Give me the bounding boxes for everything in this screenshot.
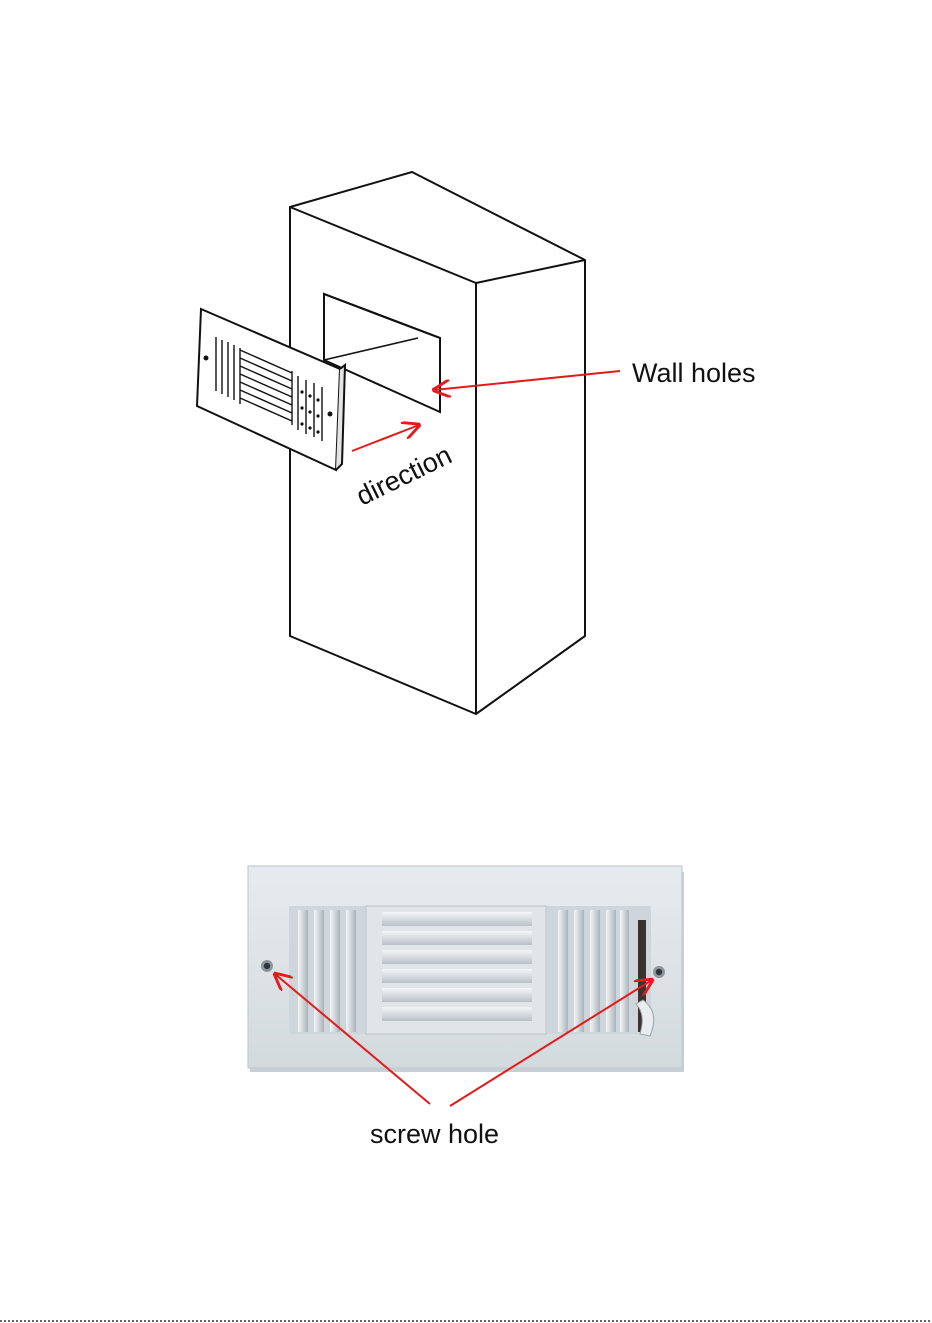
label-screw-hole: screw hole	[370, 1119, 499, 1149]
arrow-icon	[434, 371, 620, 390]
wall-right-face	[476, 260, 585, 714]
screw-hole-icon	[653, 966, 665, 978]
label-wall-holes: Wall holes	[632, 358, 756, 388]
screw-hole-icon	[261, 960, 273, 972]
screw-hole-icon	[328, 412, 333, 417]
arrow-icon	[352, 425, 419, 451]
screw-hole-icon	[204, 356, 209, 361]
grille-drawing	[197, 309, 345, 470]
grille-photo	[248, 866, 684, 1072]
label-direction: direction	[351, 440, 456, 512]
